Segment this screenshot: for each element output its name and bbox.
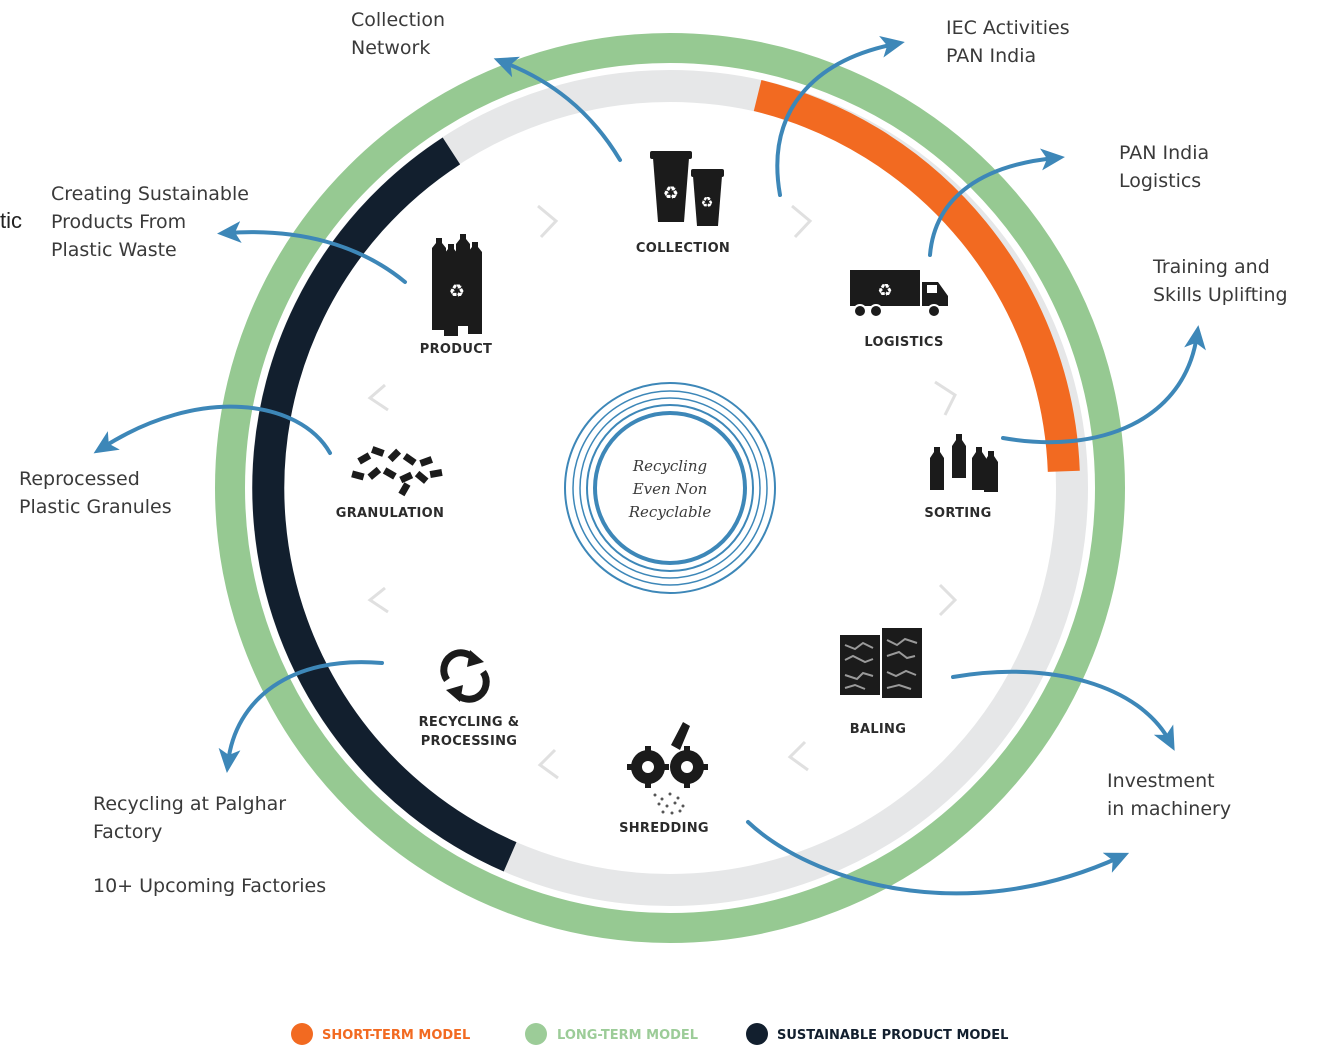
clipped-text-fragment: tic <box>0 208 22 233</box>
annotation-products: Creating Sustainable Products From Plast… <box>51 183 249 261</box>
stage-label-sorting: SORTING <box>924 506 991 521</box>
arrow-collection-network <box>493 56 622 162</box>
center-rings <box>564 382 776 594</box>
legend: SHORT-TERM MODEL LONG-TERM MODEL SUSTAIN… <box>291 1023 1008 1045</box>
legend-label-sustainable: SUSTAINABLE PRODUCT MODEL <box>777 1028 1008 1043</box>
center-line-2: Even Non <box>632 480 708 498</box>
annotation-collection-network: Collection Network <box>351 9 445 59</box>
svg-text:♻: ♻ <box>701 195 714 211</box>
svg-text:♻: ♻ <box>663 183 679 204</box>
flow-chevrons <box>367 204 958 780</box>
arrow-palghar <box>218 660 384 773</box>
sustainable-product-arc <box>252 137 517 872</box>
granules-icon <box>351 446 443 497</box>
arrow-investment <box>951 669 1175 751</box>
recycle-bins-icon: ♻ ♻ <box>650 151 724 226</box>
annotation-granules: Reprocessed Plastic Granules <box>19 468 172 518</box>
arrow-training <box>1001 325 1206 445</box>
shredder-icon <box>627 722 708 815</box>
bottles-icon <box>930 434 998 492</box>
center-line-3: Recyclable <box>628 503 712 521</box>
stage-label-processing: PROCESSING <box>421 734 518 749</box>
svg-text:♻: ♻ <box>449 281 465 302</box>
bottles-recycle-icon <box>432 234 482 336</box>
bales-icon <box>840 628 922 698</box>
legend-dot-short-term <box>291 1023 313 1045</box>
long-term-ring <box>215 33 1125 943</box>
legend-label-long-term: LONG-TERM MODEL <box>557 1028 698 1043</box>
legend-dot-sustainable <box>746 1023 768 1045</box>
stage-label-baling: BALING <box>850 722 906 737</box>
annotation-palghar: Recycling at Palghar Factory <box>93 793 287 843</box>
annotation-factories: 10+ Upcoming Factories <box>93 875 327 897</box>
arrow-iec-activities <box>775 35 905 197</box>
center-line-1: Recycling <box>632 457 707 475</box>
annotation-pan-india-logistics: PAN India Logistics <box>1119 142 1210 192</box>
legend-dot-long-term <box>525 1023 547 1045</box>
annotation-training: Training and Skills Uplifting <box>1153 256 1288 306</box>
svg-text:♻: ♻ <box>877 281 892 301</box>
arrow-pan-india-logistics <box>928 148 1065 257</box>
stage-label-shredding: SHREDDING <box>619 821 709 836</box>
legend-label-short-term: SHORT-TERM MODEL <box>322 1028 470 1043</box>
short-term-arc <box>753 79 1080 472</box>
stage-label-recycling: RECYCLING & <box>419 715 520 730</box>
stage-label-logistics: LOGISTICS <box>864 335 943 350</box>
arrow-products <box>217 221 407 284</box>
annotation-investment: Investment in machinery <box>1107 770 1232 820</box>
stage-label-collection: COLLECTION <box>636 241 730 256</box>
truck-icon: ♻ <box>850 270 948 318</box>
stage-label-granulation: GRANULATION <box>336 506 444 521</box>
annotation-iec-activities: IEC Activities PAN India <box>946 17 1070 67</box>
arrow-investment-2 <box>746 820 1130 896</box>
stage-label-product: PRODUCT <box>420 342 492 357</box>
arrow-granules <box>93 404 332 455</box>
